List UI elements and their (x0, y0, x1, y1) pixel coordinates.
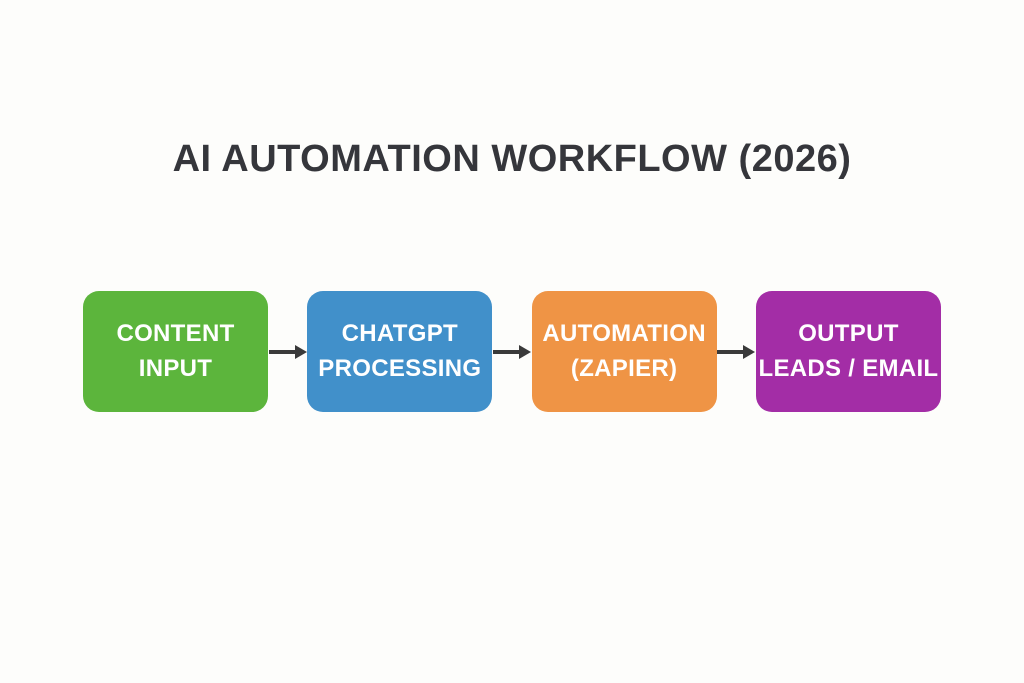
step-label-line2: PROCESSING (318, 354, 482, 382)
step-label-line2: (ZAPIER) (570, 354, 678, 382)
step-box-chatgpt-processing: CHATGPT PROCESSING (307, 291, 493, 412)
page-title: AI AUTOMATION WORKFLOW (2026) (172, 138, 852, 180)
step-label-line1: CHATGPT (341, 320, 458, 348)
workflow-flow-row: CONTENT INPUT CHATGPT PROCESSING AUTOMAT… (83, 291, 941, 412)
arrow-shaft (717, 349, 744, 354)
flow-arrow-icon (268, 344, 307, 359)
arrow-head (294, 344, 307, 359)
step-label-line2: INPUT (138, 354, 213, 382)
step-label-line1: AUTOMATION (542, 320, 706, 348)
flow-arrow-icon (717, 344, 756, 359)
arrow-head (743, 344, 756, 359)
step-label-line1: CONTENT (116, 320, 235, 348)
arrow-shaft (268, 349, 295, 354)
step-label-line1: OUTPUT (798, 320, 899, 348)
flow-arrow-icon (492, 344, 531, 359)
step-box-output-leads-email: OUTPUT LEADS / EMAIL (755, 291, 941, 412)
step-label-line2: LEADS / EMAIL (758, 354, 939, 382)
step-box-automation-zapier: AUTOMATION (ZAPIER) (531, 291, 717, 412)
arrow-shaft (492, 349, 519, 354)
step-box-content-input: CONTENT INPUT (83, 291, 268, 412)
arrow-head (518, 344, 531, 359)
